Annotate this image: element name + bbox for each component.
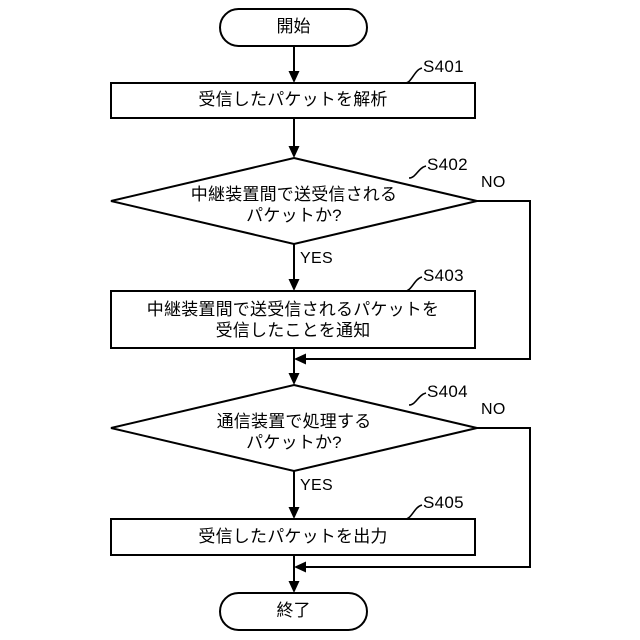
arrowhead-s402-yes-to-s403 [288, 279, 300, 291]
process-box-s405-label: 受信したパケットを出力 [198, 527, 388, 546]
process-box-s403-shape [110, 290, 476, 349]
arrowhead-s403-to-s404 [288, 373, 300, 385]
process-box-s403-label-line2: 受信したことを通知 [215, 321, 371, 340]
decision-diamond-s402-label-line1: 中継装置間で送受信される [190, 185, 398, 204]
leader-line-s401 [404, 67, 423, 84]
decision-diamond-s404-label-line1: 通信装置で処理する [216, 412, 372, 431]
step-tag-s404: S404 [427, 382, 468, 401]
arrowhead-s404-yes-to-s405 [288, 507, 300, 519]
leader-line-s405 [404, 504, 423, 520]
process-box-s403-label-line1: 中継装置間で送受信されるパケットを [146, 300, 440, 319]
leader-line-s402 [408, 165, 427, 179]
leader-line-s404 [408, 392, 427, 406]
branch-label-s402-no: NO [481, 174, 506, 191]
connector-s402-no-bypass [301, 200, 531, 360]
decision-diamond-s402-label-line2: パケットか? [246, 206, 342, 225]
step-tag-s403: S403 [423, 266, 464, 285]
arrowhead-s405-to-end [288, 581, 300, 593]
decision-diamond-s404-label-line2: パケットか? [246, 433, 342, 452]
step-tag-s401: S401 [423, 57, 464, 76]
branch-label-s404-yes: YES [300, 477, 333, 494]
start-terminator-label: 開始 [276, 17, 311, 36]
step-tag-s402: S402 [427, 155, 468, 174]
branch-label-s402-yes: YES [300, 250, 333, 267]
arrowhead-s401-to-s402 [288, 146, 300, 158]
process-box-s401-shape [110, 82, 476, 119]
arrowhead-s402-no-merge [294, 353, 306, 365]
arrowhead-start-to-s401 [288, 71, 300, 83]
branch-label-s404-no: NO [481, 401, 506, 418]
end-terminator-label: 終了 [276, 601, 311, 620]
leader-line-s403 [404, 276, 423, 292]
step-tag-s405: S405 [423, 493, 464, 512]
process-box-s401-label: 受信したパケットを解析 [198, 90, 388, 109]
arrowhead-s404-no-merge [294, 561, 306, 573]
connector-s404-no-bypass [301, 427, 531, 568]
end-terminator-shape [219, 592, 368, 631]
